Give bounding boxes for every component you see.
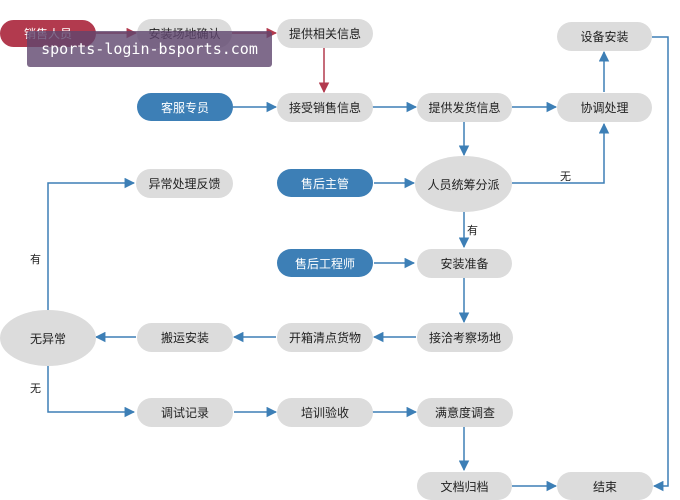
node-install-prep: 安装准备 [417,249,512,278]
label-no-abnormal: 无 [30,382,41,395]
node-satisfaction-survey: 满意度调查 [417,398,513,427]
node-site-survey: 接洽考察场地 [417,323,513,352]
arrow-noabnormal-to-feedback [47,177,136,310]
node-cs-specialist: 客服专员 [137,93,233,121]
label-yes-dispatch: 有 [467,224,478,237]
node-provide-shipping: 提供发货信息 [417,93,512,122]
arrow-install-to-end [652,36,669,492]
label-no-dispatch: 无 [560,170,571,183]
node-training-accept: 培训验收 [277,398,373,427]
label-yes-abnormal: 有 [30,253,41,266]
node-carry-install: 搬运安装 [137,323,233,352]
node-aftersales-engineer: 售后工程师 [277,249,373,277]
node-accept-sales-info: 接受销售信息 [277,93,373,122]
node-debug-record: 调试记录 [137,398,233,427]
node-provide-info: 提供相关信息 [277,19,373,48]
arrow-noabnormal-to-debug [47,364,136,418]
node-unpack-check: 开箱清点货物 [277,323,373,352]
arrow-dispatch-to-coordinate [512,122,610,184]
watermark: sports-login-bsports.com [27,31,272,67]
node-abnormal-feedback: 异常处理反馈 [136,169,233,198]
node-archive: 文档归档 [417,472,512,500]
node-end: 结束 [557,472,653,500]
node-no-abnormal: 无异常 [0,310,96,366]
node-staff-dispatch: 人员统筹分派 [415,156,512,212]
node-equip-install: 设备安装 [557,22,652,51]
node-coordinate: 协调处理 [557,93,652,122]
node-aftersales-supervisor: 售后主管 [277,169,373,197]
